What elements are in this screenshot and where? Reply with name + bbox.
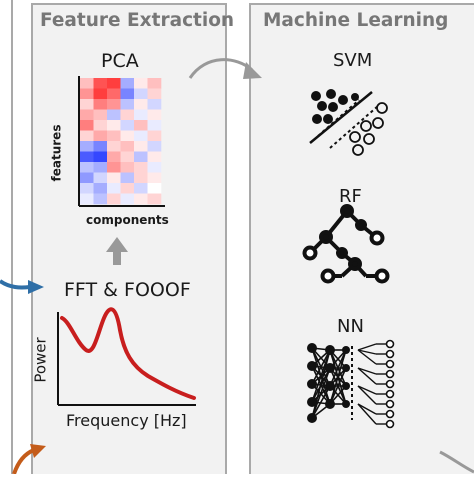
heatmap-cell bbox=[80, 193, 94, 205]
svm-icon bbox=[309, 89, 388, 156]
heatmap-cell bbox=[93, 141, 108, 152]
heatmap-cell bbox=[107, 130, 121, 142]
spectrum-curve bbox=[60, 307, 196, 400]
heatmap-cell bbox=[93, 78, 108, 89]
heatmap-cell bbox=[134, 120, 148, 131]
heatmap-cell bbox=[107, 141, 121, 152]
heatmap-cell bbox=[80, 78, 94, 89]
heatmap-cell bbox=[120, 162, 135, 173]
heatmap-cell bbox=[107, 162, 121, 173]
heatmap-cell bbox=[93, 183, 108, 194]
heatmap-cell bbox=[80, 151, 94, 163]
heatmap-cell bbox=[93, 172, 108, 184]
heatmap-cell bbox=[120, 99, 135, 110]
heatmap-cell bbox=[147, 162, 162, 173]
heatmap-cell bbox=[134, 193, 148, 205]
heatmap-cell bbox=[120, 88, 135, 100]
heatmap-cell bbox=[93, 99, 108, 110]
heatmap-cell bbox=[80, 120, 94, 131]
heatmap-cell bbox=[147, 130, 162, 142]
heatmap-cell bbox=[147, 109, 162, 121]
heatmap-cell bbox=[120, 172, 135, 184]
heatmap-cell bbox=[147, 183, 162, 194]
heatmap-cell bbox=[93, 162, 108, 173]
feature-extraction-panel bbox=[31, 3, 227, 478]
nn-label: NN bbox=[337, 316, 364, 337]
machine-learning-panel bbox=[249, 3, 474, 478]
pca-heatmap bbox=[80, 78, 162, 205]
blue-input-arrow-icon bbox=[0, 279, 44, 294]
heatmap-cell bbox=[134, 162, 148, 173]
heatmap-cell bbox=[120, 109, 135, 121]
heatmap-cell bbox=[80, 109, 94, 121]
heatmap-cell bbox=[147, 78, 162, 89]
curved-flow-arrow-icon bbox=[188, 58, 262, 79]
heatmap-cell bbox=[147, 193, 162, 205]
machine-learning-title: Machine Learning bbox=[263, 10, 449, 31]
heatmap-cell bbox=[134, 172, 148, 184]
up-arrow-icon bbox=[106, 237, 128, 265]
heatmap-cell bbox=[134, 141, 148, 152]
heatmap-cell bbox=[120, 183, 135, 194]
orange-input-arrow-icon bbox=[12, 444, 46, 475]
heatmap-cell bbox=[80, 183, 94, 194]
heatmap-cell bbox=[93, 130, 108, 142]
heatmap-cell bbox=[107, 99, 121, 110]
power-axis-label: Power bbox=[31, 337, 50, 383]
heatmap-cell bbox=[147, 99, 162, 110]
heatmap-cell bbox=[134, 151, 148, 163]
heatmap-cell bbox=[107, 88, 121, 100]
frequency-axis-label: Frequency [Hz] bbox=[66, 411, 187, 430]
heatmap-cell bbox=[147, 151, 162, 163]
svm-label: SVM bbox=[333, 50, 373, 71]
pca-label: PCA bbox=[101, 50, 139, 72]
heatmap-cell bbox=[147, 88, 162, 100]
heatmap-cell bbox=[120, 151, 135, 163]
heatmap-cell bbox=[93, 151, 108, 163]
heatmap-cell bbox=[134, 183, 148, 194]
heatmap-cell bbox=[134, 109, 148, 121]
heatmap-cell bbox=[120, 193, 135, 205]
heatmap-cell bbox=[93, 193, 108, 205]
power-spectrum-plot bbox=[57, 307, 196, 406]
heatmap-cell bbox=[147, 172, 162, 184]
exit-arrow-icon bbox=[439, 450, 474, 474]
heatmap-cell bbox=[107, 120, 121, 131]
neural-network-icon bbox=[307, 339, 395, 429]
heatmap-cell bbox=[80, 141, 94, 152]
heatmap-cell bbox=[80, 88, 94, 100]
heatmap-cell bbox=[120, 120, 135, 131]
features-axis-label: features bbox=[49, 124, 64, 182]
decision-tree-icon bbox=[302, 204, 390, 284]
heatmap-cell bbox=[93, 120, 108, 131]
heatmap-cell bbox=[120, 141, 135, 152]
heatmap-cell bbox=[134, 88, 148, 100]
heatmap-cell bbox=[107, 183, 121, 194]
fft-fooof-label: FFT & FOOOF bbox=[64, 279, 191, 301]
heatmap-cell bbox=[107, 172, 121, 184]
heatmap-cell bbox=[80, 162, 94, 173]
heatmap-cell bbox=[107, 109, 121, 121]
components-axis-label: components bbox=[86, 213, 169, 227]
heatmap-cell bbox=[134, 99, 148, 110]
heatmap-cell bbox=[93, 109, 108, 121]
heatmap-cell bbox=[134, 130, 148, 142]
heatmap-cell bbox=[107, 193, 121, 205]
heatmap-cell bbox=[80, 130, 94, 142]
heatmap-cell bbox=[107, 151, 121, 163]
heatmap-cell bbox=[147, 141, 162, 152]
heatmap-cell bbox=[120, 130, 135, 142]
rf-label: RF bbox=[339, 186, 362, 207]
heatmap-cell bbox=[93, 88, 108, 100]
heatmap-cell bbox=[80, 172, 94, 184]
heatmap-cell bbox=[134, 78, 148, 89]
heatmap-cell bbox=[120, 78, 135, 89]
feature-extraction-title: Feature Extraction bbox=[40, 10, 235, 31]
heatmap-cell bbox=[147, 120, 162, 131]
heatmap-cell bbox=[107, 78, 121, 89]
heatmap-cell bbox=[80, 99, 94, 110]
